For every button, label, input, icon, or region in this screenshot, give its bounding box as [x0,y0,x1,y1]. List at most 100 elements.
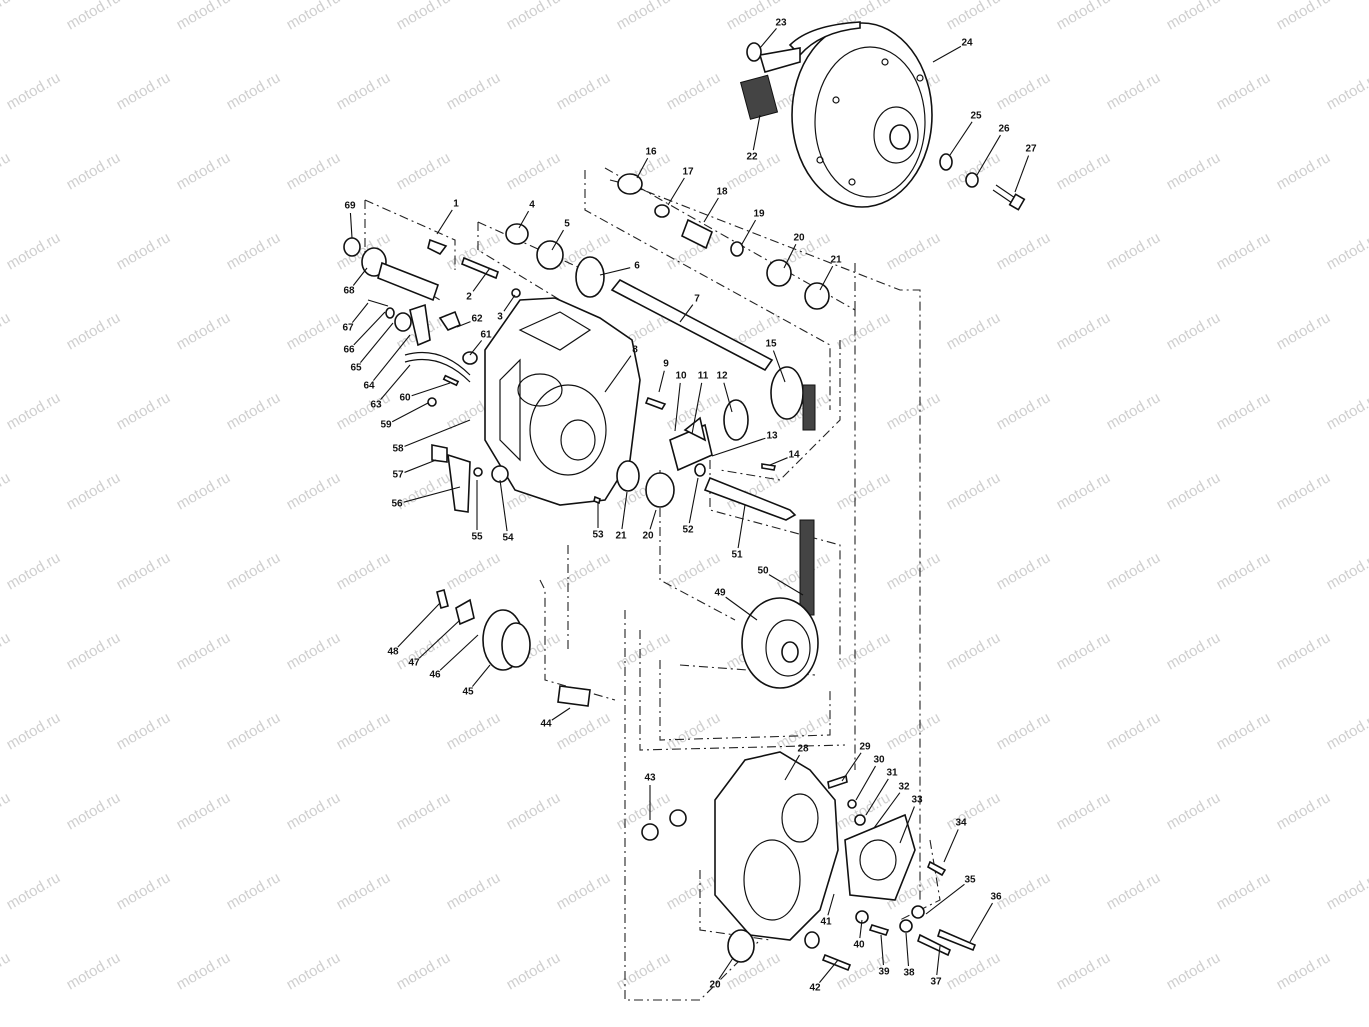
callout-l20c: 20 [709,957,734,991]
callout-l3: 3 [497,294,516,323]
watermark-text: motod.ru [944,469,1004,513]
chain-link-44 [557,685,591,707]
sprocket-15 [770,366,804,420]
callout-l5: 5 [551,219,570,251]
part-number-label: 24 [961,38,973,49]
watermark-text: motod.ru [1054,629,1114,673]
leader-line [688,477,699,524]
washer-25 [939,153,953,171]
leader-line [418,619,461,659]
watermark-text: motod.ru [284,629,344,673]
watermark-text: motod.ru [554,69,614,113]
callout-l36: 36 [969,892,1002,943]
callout-l49: 49 [714,588,758,621]
part-number-label: 62 [471,314,483,325]
leader-line [621,491,628,530]
watermark-text: motod.ru [944,309,1004,353]
watermark-text: motod.ru [0,469,13,513]
watermark-text: motod.ru [174,0,234,33]
watermark-text: motod.ru [64,469,124,513]
watermark-text: motod.ru [504,0,564,33]
watermark-text: motod.ru [994,389,1054,433]
leader-line [469,340,483,356]
watermark-text: motod.ru [4,389,64,433]
part-number-label: 40 [853,940,865,951]
watermark-text: motod.ru [1164,629,1224,673]
callout-l31: 31 [865,768,898,816]
callout-l10: 10 [674,371,687,432]
watermark-text: motod.ru [1104,869,1164,913]
watermark-text: motod.ru [64,0,124,33]
part-number-label: 20 [709,980,721,991]
watermark-text: motod.ru [64,949,124,993]
watermark-text: motod.ru [394,0,454,33]
watermark-text: motod.ru [224,389,284,433]
watermark-text: motod.ru [1214,229,1274,273]
watermark-text: motod.ru [1274,309,1334,353]
leader-line [703,197,719,223]
part-number-label: 64 [363,381,375,392]
nut-55 [473,467,483,477]
callout-l50: 50 [757,566,804,596]
callout-l8: 8 [604,345,638,393]
watermark-text: motod.ru [1324,229,1369,273]
ring-52 [694,463,706,477]
part-number-label: 36 [990,892,1002,903]
leader-line [599,267,631,276]
part-number-label: 35 [964,875,976,886]
part-number-label: 22 [746,152,758,163]
callout-l1: 1 [436,199,459,235]
part-number-label: 48 [387,647,399,658]
watermark-text: motod.ru [1164,949,1224,993]
part-number-label: 4 [529,200,535,211]
part-number-label: 2 [466,292,472,303]
watermark-text: motod.ru [114,869,174,913]
part-number-label: 27 [1025,144,1037,155]
bolt-39 [868,924,890,936]
watermark-text: motod.ru [994,69,1054,113]
callout-l20b: 20 [642,509,657,542]
part-number-label: 68 [343,286,355,297]
part-number-label: 33 [911,795,923,806]
part-number-label: 3 [497,312,503,323]
part-number-label: 54 [502,533,514,544]
watermark-text: motod.ru [444,69,504,113]
part-number-label: 13 [766,431,778,442]
callout-l23: 23 [759,18,787,49]
leader-line [471,664,491,687]
part-number-label: 44 [540,719,552,730]
callout-l9: 9 [658,359,669,393]
callout-l26: 26 [976,124,1010,176]
watermark-text: motod.ru [1054,0,1114,33]
leader-line [880,934,884,966]
nut-38 [899,919,913,933]
part-number-label: 42 [809,983,821,994]
bearing-4 [505,223,529,245]
watermark-text: motod.ru [174,629,234,673]
watermark-text: motod.ru [614,0,674,33]
callout-l57: 57 [392,459,437,481]
watermark-text: motod.ru [1164,789,1224,833]
part-number-label: 65 [350,363,362,374]
callout-l63: 63 [370,364,411,411]
watermark-text: motod.ru [664,709,724,753]
watermark-text: motod.ru [0,309,13,353]
driven-clutch [739,21,933,208]
watermark-text: motod.ru [834,629,894,673]
watermark-text: motod.ru [884,229,944,273]
part-number-label: 8 [632,345,638,356]
watermark-text: motod.ru [944,789,1004,833]
lockplate-47 [455,598,475,626]
watermark-text: motod.ru [284,789,344,833]
part-number-label: 56 [391,499,403,510]
leader-line [873,792,901,829]
leader-line [667,177,685,206]
fork-11 [683,416,707,442]
watermark-text: motod.ru [4,69,64,113]
watermark-text: motod.ru [664,69,724,113]
callout-l20a: 20 [783,233,805,269]
callout-l16: 16 [636,147,657,179]
cover-33 [844,813,916,901]
watermark-text: motod.ru [1274,149,1334,193]
